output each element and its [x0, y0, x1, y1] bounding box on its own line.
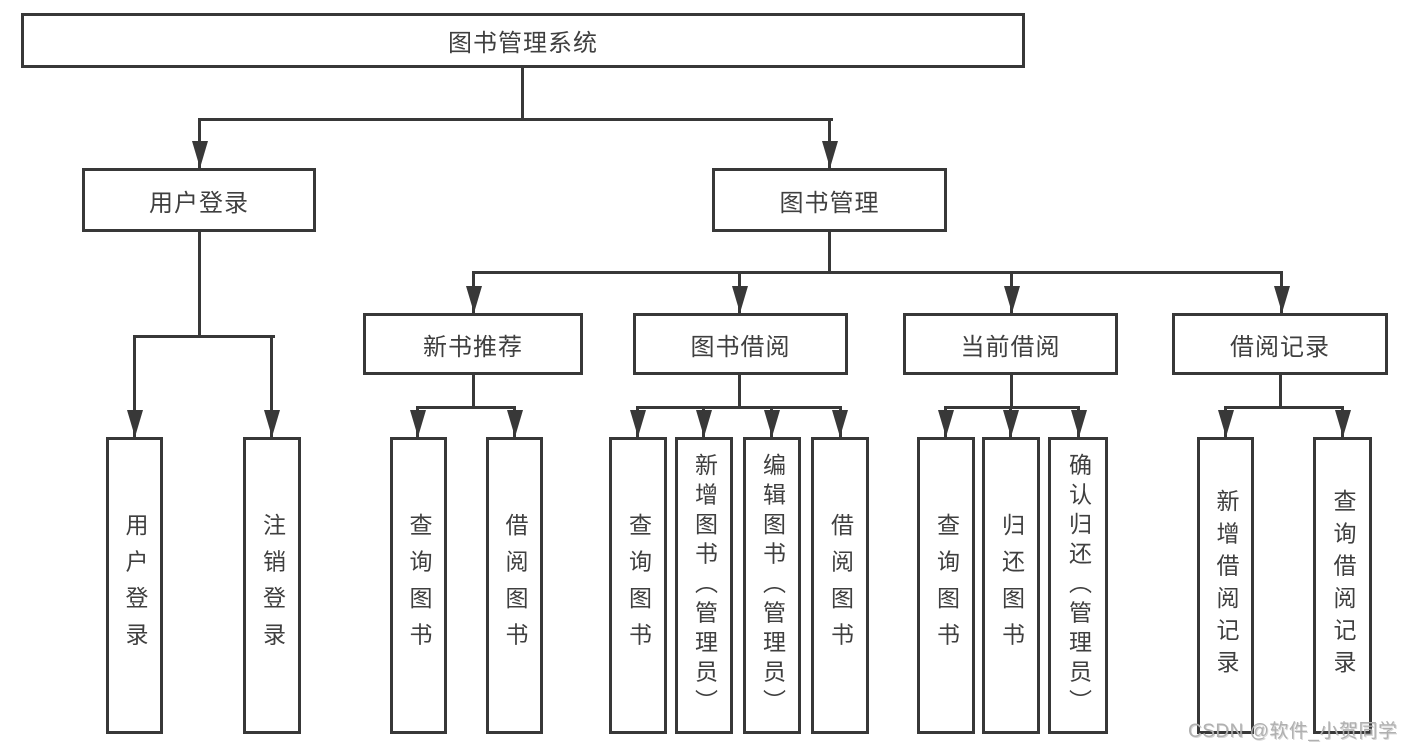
leaf-rec-query-books: 查询图书 [390, 437, 447, 734]
arrow-down-icon [696, 410, 712, 437]
leaf-br-add-record: 新增借阅记录 [1197, 437, 1254, 734]
leaf-br-query-record: 查询借阅记录 [1313, 437, 1372, 734]
leaf-bb-query-books: 查询图书 [609, 437, 667, 734]
connector-newbookrec-branch [416, 406, 516, 409]
arrow-down-icon [410, 410, 426, 437]
arrow-down-icon [822, 141, 838, 168]
arrow-down-icon [466, 286, 482, 313]
connector-userlogin-stem [198, 232, 201, 338]
node-book-mgmt-label: 图书管理 [779, 189, 880, 217]
csdn-watermark: CSDN @软件_小贺同学 [1188, 721, 1398, 742]
arrow-down-icon [630, 410, 646, 437]
leaf-bb-add-books-admin: 新增图书（管理员） [675, 437, 733, 734]
leaf-cb-confirm-return-admin: 确认归还（管理员） [1048, 437, 1108, 734]
leaf-user-login: 用户登录 [106, 437, 163, 734]
arrow-down-icon [192, 141, 208, 168]
arrow-down-icon [1335, 410, 1351, 437]
leaf-rec-borrow-books: 借阅图书 [486, 437, 543, 734]
connector-currentborrow-stem [1010, 375, 1013, 408]
arrow-down-icon [732, 286, 748, 313]
connector-bookmgmt-stem [828, 232, 831, 274]
arrow-down-icon [764, 410, 780, 437]
node-root-label: 图书管理系统 [448, 30, 598, 57]
node-book-borrow-label: 图书借阅 [690, 333, 791, 361]
node-borrow-records: 借阅记录 [1172, 313, 1388, 375]
node-user-login: 用户登录 [82, 168, 316, 232]
connector-borrowrecords-branch [1224, 406, 1344, 409]
connector-drop-leaf [133, 335, 136, 437]
arrow-down-icon [127, 410, 143, 437]
node-current-borrow: 当前借阅 [903, 313, 1118, 375]
arrow-down-icon [832, 410, 848, 437]
arrow-down-icon [1003, 410, 1019, 437]
connector-root-stem [521, 67, 524, 121]
leaf-cb-return-books: 归还图书 [982, 437, 1040, 734]
node-new-book-rec: 新书推荐 [363, 313, 583, 375]
arrow-down-icon [507, 410, 523, 437]
connector-currentborrow-branch [944, 406, 1080, 409]
leaf-bb-edit-books-admin: 编辑图书（管理员） [743, 437, 801, 734]
connector-root-branch [198, 118, 833, 121]
leaf-logout: 注销登录 [243, 437, 301, 734]
node-new-book-rec-label: 新书推荐 [423, 333, 523, 361]
connector-bookmgmt-branch [472, 271, 1283, 274]
leaf-bb-borrow-books: 借阅图书 [811, 437, 869, 734]
arrow-down-icon [264, 410, 280, 437]
arrow-down-icon [1004, 286, 1020, 313]
node-borrow-records-label: 借阅记录 [1230, 333, 1330, 361]
node-root: 图书管理系统 [21, 13, 1025, 68]
leaf-cb-query-books: 查询图书 [917, 437, 975, 734]
connector-bookborrow-branch [636, 406, 842, 409]
node-current-borrow-label: 当前借阅 [960, 333, 1061, 361]
connector-newbookrec-stem [472, 375, 475, 408]
node-book-mgmt: 图书管理 [712, 168, 947, 232]
arrow-down-icon [1071, 410, 1087, 437]
connector-userlogin-branch [133, 335, 275, 338]
connector-bookborrow-stem [738, 375, 741, 408]
arrow-down-icon [1274, 286, 1290, 313]
arrow-down-icon [1218, 410, 1234, 437]
connector-drop-leaf [270, 335, 273, 437]
arrow-down-icon [938, 410, 954, 437]
node-user-login-label: 用户登录 [149, 189, 249, 217]
connector-borrowrecords-stem [1279, 375, 1282, 408]
node-book-borrow: 图书借阅 [633, 313, 848, 375]
